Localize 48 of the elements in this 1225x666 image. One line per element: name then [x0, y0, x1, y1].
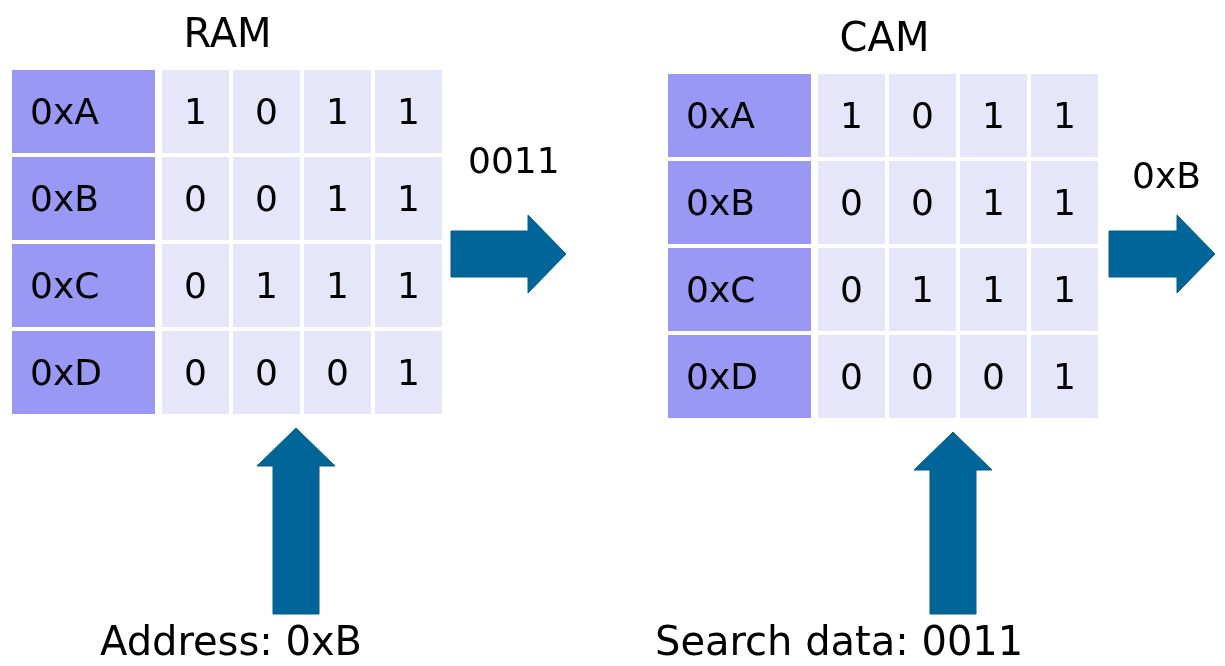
data-cell: 0: [816, 246, 887, 333]
data-cell: 0: [816, 159, 887, 246]
data-cell: 1: [1029, 159, 1100, 246]
data-cell: 1: [373, 68, 444, 155]
input-label: Address: 0xB: [100, 618, 420, 666]
data-cell: 0: [816, 333, 887, 420]
data-cell: 0: [887, 333, 958, 420]
data-cell: 0: [887, 159, 958, 246]
table-title: RAM: [182, 10, 273, 56]
data-cell: 0: [887, 72, 958, 159]
address-cell: 0xA: [666, 72, 813, 159]
data-cell: 0: [231, 329, 302, 416]
data-cell: 1: [231, 242, 302, 329]
data-cell: 1: [373, 242, 444, 329]
address-cell: 0xC: [10, 242, 157, 329]
data-cell: 1: [958, 246, 1029, 333]
block-arrow: [450, 214, 567, 294]
data-cell: 0: [160, 329, 231, 416]
input-label: Search data: 0011: [655, 618, 1075, 666]
data-cell: 0: [160, 155, 231, 242]
block-arrow: [256, 427, 336, 615]
data-cell: 1: [302, 68, 373, 155]
address-cell: 0xB: [666, 159, 813, 246]
data-cell: 0: [302, 329, 373, 416]
address-cell: 0xC: [666, 246, 813, 333]
data-cell: 1: [816, 72, 887, 159]
data-cell: 1: [373, 329, 444, 416]
data-cell: 0: [958, 333, 1029, 420]
data-cell: 1: [887, 246, 958, 333]
data-cell: 1: [302, 155, 373, 242]
table-title: CAM: [838, 14, 931, 60]
data-cell: 0: [231, 155, 302, 242]
address-cell: 0xB: [10, 155, 157, 242]
data-cell: 1: [1029, 72, 1100, 159]
block-arrow: [913, 431, 993, 615]
address-cell: 0xA: [10, 68, 157, 155]
block-arrow: [1108, 214, 1216, 294]
data-cell: 1: [1029, 333, 1100, 420]
data-cell: 1: [1029, 246, 1100, 333]
data-cell: 0: [231, 68, 302, 155]
data-cell: 1: [302, 242, 373, 329]
data-cell: 0: [160, 242, 231, 329]
data-cell: 1: [958, 159, 1029, 246]
address-cell: 0xD: [666, 333, 813, 420]
data-cell: 1: [958, 72, 1029, 159]
data-cell: 1: [373, 155, 444, 242]
data-cell: 1: [160, 68, 231, 155]
address-cell: 0xD: [10, 329, 157, 416]
